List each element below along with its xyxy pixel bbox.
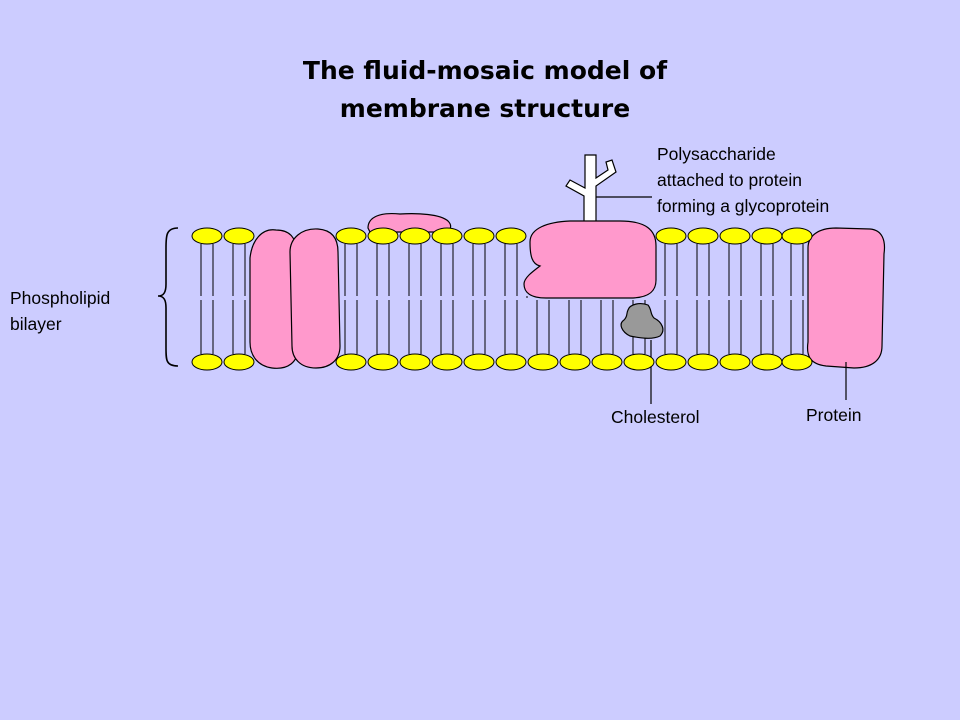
lipid-heads (191, 227, 813, 371)
lipid-tails (200, 244, 804, 354)
phospholipid-label: Phospholipid bilayer (10, 285, 110, 337)
phospholipid-head-bottom (781, 353, 813, 371)
phospholipid-head-top (655, 227, 687, 245)
bilayer-bracket (157, 227, 179, 367)
phospholipid-head-top (335, 227, 367, 245)
polysaccharide-label: Polysaccharide attached to protein formi… (657, 141, 829, 219)
phospholipid-head-bottom (431, 353, 463, 371)
phospholipid-head-bottom (495, 353, 527, 371)
phospholipid-head-bottom (335, 353, 367, 371)
polysaccharide-label-line-3: forming a glycoprotein (657, 196, 830, 216)
protein-label: Protein (806, 405, 862, 425)
phospholipid-head-top (191, 227, 223, 245)
phospholipid-label-line-1: Phospholipid (10, 288, 111, 308)
phospholipid-head-bottom (527, 353, 559, 371)
phospholipid-head-bottom (463, 353, 495, 371)
glycoprotein (523, 220, 657, 299)
polysaccharide-chain (565, 154, 617, 223)
phospholipid-head-top (687, 227, 719, 245)
phospholipid-head-top (719, 227, 751, 245)
phospholipid-head-bottom (399, 353, 431, 371)
integral-protein-right (806, 227, 886, 369)
title-line-1: The fluid-mosaic model of (302, 56, 668, 85)
title-line-2: membrane structure (339, 94, 631, 123)
phospholipid-head-bottom (223, 353, 255, 371)
phospholipid-head-top (223, 227, 255, 245)
phospholipid-head-bottom (623, 353, 655, 371)
integral-protein-2 (289, 228, 341, 369)
phospholipid-head-bottom (559, 353, 591, 371)
phospholipid-head-bottom (719, 353, 751, 371)
cholesterol-label: Cholesterol (611, 407, 700, 427)
phospholipid-head-top (495, 227, 527, 245)
phospholipid-head-top (367, 227, 399, 245)
phospholipid-head-bottom (655, 353, 687, 371)
phospholipid-head-top (431, 227, 463, 245)
polysaccharide-label-line-2: attached to protein (657, 170, 802, 190)
phospholipid-head-bottom (751, 353, 783, 371)
phospholipid-head-top (463, 227, 495, 245)
cholesterol-molecule (620, 303, 664, 339)
phospholipid-head-bottom (367, 353, 399, 371)
phospholipid-label-line-2: bilayer (10, 314, 62, 334)
phospholipid-head-bottom (591, 353, 623, 371)
phospholipid-head-bottom (687, 353, 719, 371)
phospholipid-head-bottom (191, 353, 223, 371)
phospholipid-head-top (781, 227, 813, 245)
polysaccharide-label-line-1: Polysaccharide (657, 144, 776, 164)
phospholipid-head-top (399, 227, 431, 245)
phospholipid-head-top (751, 227, 783, 245)
